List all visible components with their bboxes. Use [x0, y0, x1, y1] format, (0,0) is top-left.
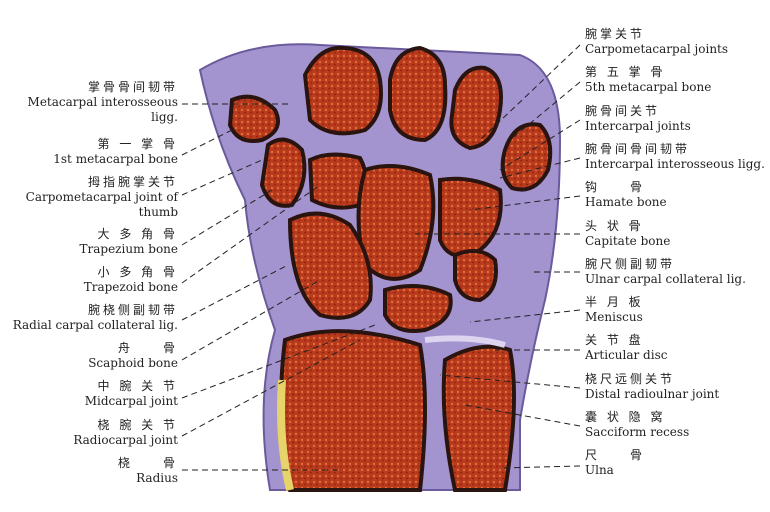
5th-metacarpal-bone — [500, 122, 553, 192]
ulna-bone — [441, 344, 516, 492]
1st-metacarpal-bone — [227, 94, 280, 143]
radius-cartilage — [277, 379, 294, 491]
articular-disc — [424, 335, 506, 348]
radius-bone — [279, 329, 427, 492]
lunate-bone — [383, 284, 453, 333]
leader-lines — [181, 44, 581, 471]
hamate-bone — [438, 176, 503, 258]
triquetrum-bone — [453, 249, 498, 303]
2nd-metacarpal-bone — [302, 45, 383, 136]
3rd-metacarpal-bone — [388, 45, 448, 143]
trapezium-bone — [259, 137, 307, 208]
scaphoid-bone — [287, 211, 373, 320]
capitate-bone — [356, 164, 436, 281]
4th-metacarpal-bone — [449, 65, 503, 151]
